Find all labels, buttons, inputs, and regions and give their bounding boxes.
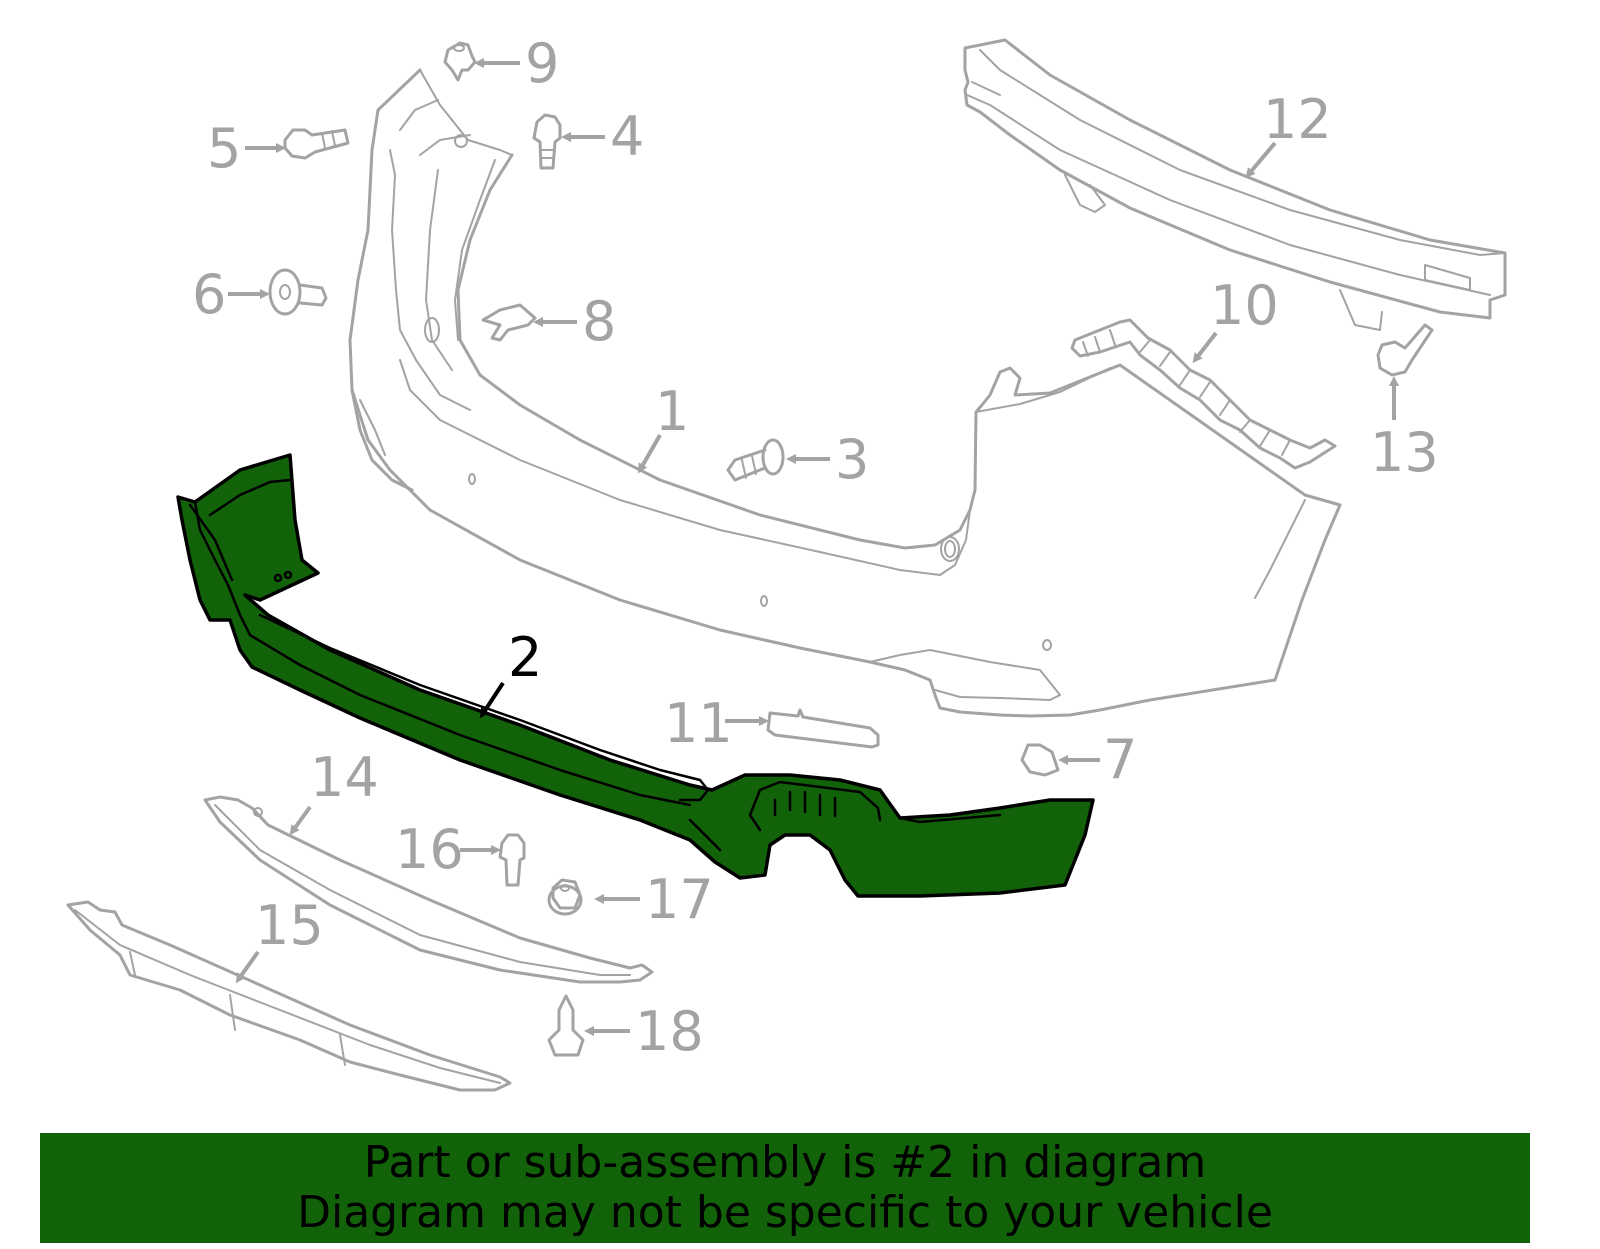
callout-4[interactable]: 4 bbox=[610, 105, 644, 168]
part-9-clip[interactable] bbox=[443, 41, 477, 82]
callout-1[interactable]: 1 bbox=[655, 380, 689, 443]
part-5-bolt[interactable] bbox=[283, 128, 350, 160]
part-14-lower-trim[interactable] bbox=[203, 795, 654, 984]
part-13-bolt[interactable] bbox=[1376, 323, 1434, 377]
callout-9[interactable]: 9 bbox=[525, 32, 559, 95]
callout-17[interactable]: 17 bbox=[645, 868, 714, 931]
callout-5[interactable]: 5 bbox=[207, 117, 241, 180]
part-4-bolt[interactable] bbox=[532, 113, 562, 170]
callout-18[interactable]: 18 bbox=[635, 1000, 704, 1063]
callout-12[interactable]: 12 bbox=[1263, 88, 1332, 151]
callout-13[interactable]: 13 bbox=[1370, 421, 1439, 484]
part-16-bolt[interactable] bbox=[498, 833, 526, 887]
banner-line-disclaimer: Diagram may not be specific to your vehi… bbox=[297, 1187, 1273, 1238]
part-8-clip[interactable] bbox=[481, 303, 537, 342]
callout-16[interactable]: 16 bbox=[395, 818, 464, 881]
part-1-bumper-cover[interactable] bbox=[348, 68, 1342, 718]
callout-2-highlighted[interactable]: 2 bbox=[508, 626, 542, 689]
part-10-bracket[interactable] bbox=[1070, 318, 1337, 470]
callout-labels: 9 4 5 6 8 1 3 12 10 13 11 7 14 15 16 17 … bbox=[192, 32, 1439, 1063]
part-18-stud[interactable] bbox=[547, 994, 585, 1057]
banner-line-part-number: Part or sub-assembly is #2 in diagram bbox=[363, 1137, 1207, 1188]
callout-leaders bbox=[228, 58, 1399, 1036]
callout-8[interactable]: 8 bbox=[582, 290, 616, 353]
callout-3[interactable]: 3 bbox=[835, 428, 869, 491]
callout-6[interactable]: 6 bbox=[192, 263, 226, 326]
callout-11[interactable]: 11 bbox=[664, 692, 733, 755]
part-15-skid-trim[interactable] bbox=[66, 900, 512, 1092]
part-11-reflector[interactable] bbox=[766, 708, 880, 749]
part-7-clip[interactable] bbox=[1020, 743, 1060, 777]
part-17-nut[interactable] bbox=[547, 878, 583, 916]
part-2-lower-bumper-highlighted[interactable] bbox=[176, 453, 1095, 898]
part-6-screw[interactable] bbox=[268, 268, 328, 316]
callout-10[interactable]: 10 bbox=[1210, 274, 1279, 337]
callout-14[interactable]: 14 bbox=[310, 746, 379, 809]
info-banner: Part or sub-assembly is #2 in diagram Di… bbox=[40, 1133, 1530, 1243]
part-12-reinforcement-beam[interactable] bbox=[963, 38, 1507, 331]
part-3-screw[interactable] bbox=[726, 438, 785, 482]
callout-7[interactable]: 7 bbox=[1103, 728, 1137, 791]
callout-15[interactable]: 15 bbox=[255, 894, 324, 957]
